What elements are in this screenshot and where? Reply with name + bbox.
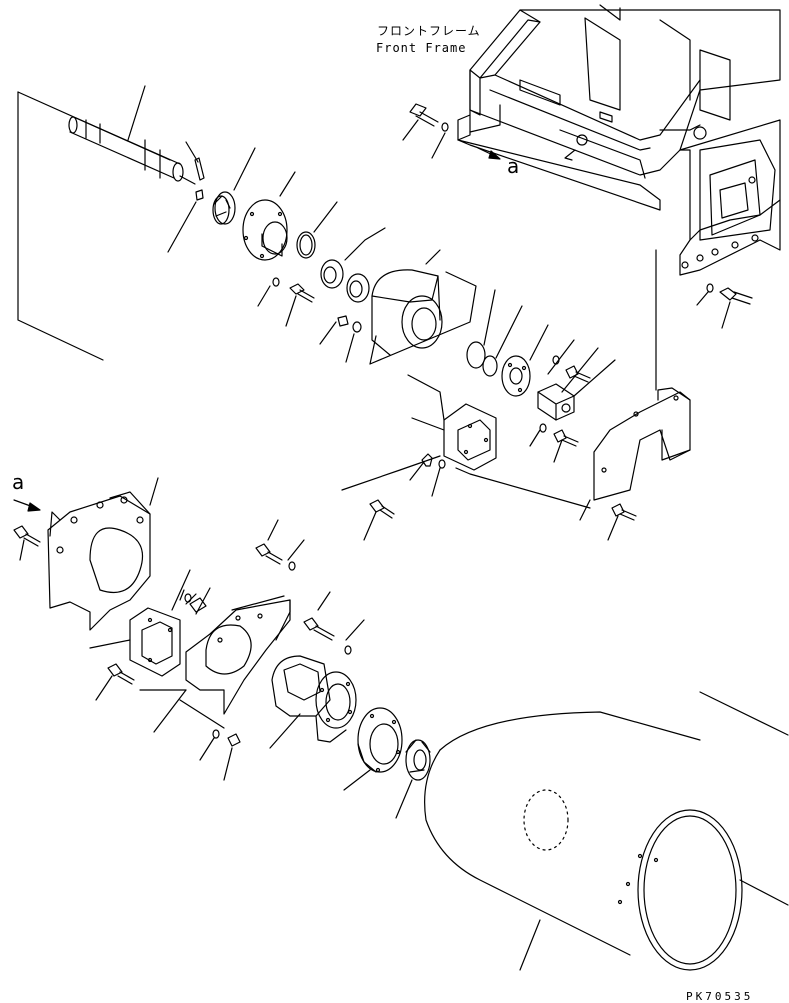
drum — [424, 691, 789, 971]
bearing-1 — [212, 147, 256, 225]
arrow-a-label-top: a — [507, 154, 520, 178]
coupling-block — [537, 359, 616, 421]
front-frame — [457, 4, 781, 276]
bearing-pair — [320, 227, 386, 303]
motor-bracket-left — [47, 477, 159, 631]
arrow-a-left — [13, 499, 41, 512]
snap-ring-2 — [466, 289, 523, 377]
shaft-assembly — [17, 85, 205, 361]
arrow-a-top — [477, 147, 501, 160]
front-frame-label-en: Front Frame — [376, 41, 467, 55]
adapter-plate-left — [89, 569, 211, 701]
snap-ring-1 — [296, 201, 338, 259]
bolt-set-lower — [199, 519, 365, 781]
front-frame-label-jp: フロントフレーム — [377, 24, 481, 38]
mount-plate-lower — [139, 595, 291, 733]
bearing-final — [395, 739, 431, 819]
hub-flange — [343, 707, 403, 791]
frame-bolt-group — [402, 103, 753, 329]
washer-bolt-set-2 — [319, 315, 362, 363]
coupling-disk — [501, 324, 549, 397]
washer-bolt-set-1 — [257, 277, 315, 327]
long-bolt-mid — [341, 455, 441, 541]
drawing-number: PK70535 — [686, 990, 754, 1003]
travel-motor — [269, 655, 357, 749]
mount-plate-right — [579, 249, 691, 541]
left-bolt — [13, 525, 41, 561]
arrow-a-label-left: a — [12, 470, 25, 494]
flange-plate — [242, 171, 296, 261]
center-plate — [407, 374, 591, 509]
bearing-housing — [369, 249, 477, 365]
small-bolts — [529, 339, 599, 463]
